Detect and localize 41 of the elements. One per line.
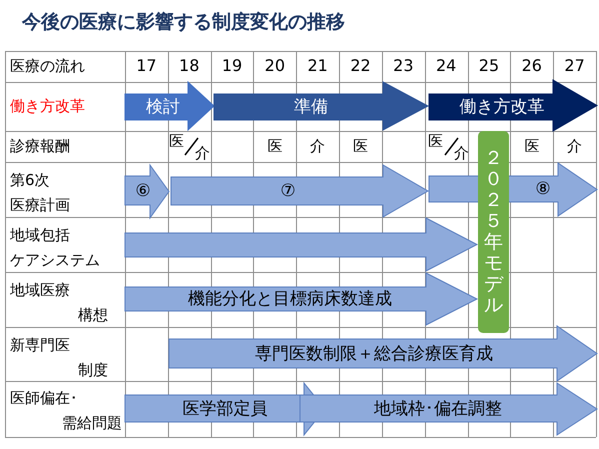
fee-revision-mark: 医 xyxy=(353,136,368,156)
year-header: 24 xyxy=(436,56,456,76)
row-header: 新専門医制度 xyxy=(10,335,108,381)
phase-label: 医学部定員 xyxy=(182,398,268,418)
year-header: 19 xyxy=(222,56,242,76)
phase-label: ⑦ xyxy=(280,181,296,201)
phase-label: 専門医数制限＋総合診療医育成 xyxy=(255,344,493,364)
year-header: 21 xyxy=(308,56,328,76)
fee-revision-mark: 介 xyxy=(310,136,326,156)
phase-label: 機能分化と目標病床数達成 xyxy=(188,289,392,309)
year-header: 27 xyxy=(564,56,585,76)
fee-revision-mark: 介 xyxy=(454,143,469,163)
year-header: 17 xyxy=(136,56,157,76)
phase-label: 地域枠･偏在調整 xyxy=(374,398,502,418)
row-header: 働き方改革 xyxy=(10,96,85,116)
fee-revision-mark: 医 xyxy=(524,136,540,156)
year-header: 25 xyxy=(478,56,500,76)
year-header: 26 xyxy=(522,56,542,76)
phase-label: 働き方改革 xyxy=(460,97,544,117)
phase-label: 検討 xyxy=(146,97,180,117)
title: 今後の医療に影響する制度変化の推移 xyxy=(22,10,345,35)
row-header: 第6次医療計画 xyxy=(10,170,70,216)
row-header: 医師偏在･需給問題 xyxy=(10,388,122,434)
row-header: 診療報酬 xyxy=(10,136,70,156)
year-header: 20 xyxy=(264,56,286,76)
milestone-bar xyxy=(478,131,509,333)
column-header: 医療の流れ xyxy=(10,56,85,76)
row-header: 地域包括ケアシステム xyxy=(10,225,100,271)
milestone-label: ２０２５年モデル xyxy=(484,148,503,316)
phase-label: 準備 xyxy=(294,97,328,117)
row-header: 地域医療構想 xyxy=(10,280,108,326)
fee-revision-mark: 介 xyxy=(195,143,210,163)
year-header: 18 xyxy=(179,56,200,76)
fee-revision-mark: 医 xyxy=(428,131,443,151)
year-header: 23 xyxy=(393,56,414,76)
year-header: 22 xyxy=(350,56,371,76)
phase-label: ⑧ xyxy=(535,179,551,199)
phase-label: ⑥ xyxy=(135,180,151,200)
fee-revision-mark: 医 xyxy=(169,131,184,151)
fee-revision-mark: 医 xyxy=(267,136,282,156)
fee-revision-mark: 介 xyxy=(567,136,582,156)
